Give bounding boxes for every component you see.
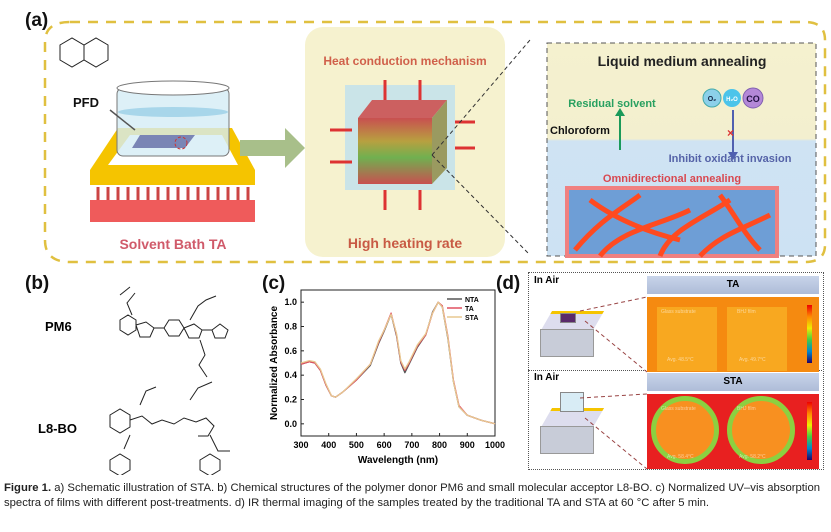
- ir-env-label: In Air: [534, 275, 560, 286]
- h2o-molecule: [723, 89, 741, 107]
- x-tick-label: 600: [377, 440, 392, 450]
- absorbance-chart: 300 400 500 600 700 800 900 1000 0.0 0.2 0.4 0.6 0.8…: [269, 289, 505, 466]
- x-axis-label: Wavelength (nm): [358, 455, 438, 466]
- pfd-label: PFD: [73, 95, 99, 110]
- legend-label: STA: [465, 315, 478, 322]
- ir-method-header: STA: [647, 373, 819, 391]
- y-tick-label: 1.0: [284, 297, 297, 307]
- caption-figure-number: Figure 1.: [4, 482, 52, 494]
- series-line-sta: [300, 301, 496, 425]
- y-tick-label: 0.2: [284, 395, 297, 405]
- heater-base: [90, 200, 255, 222]
- heat-cube: [358, 118, 432, 184]
- ir-method-header: TA: [647, 276, 819, 294]
- x-tick-label: 300: [293, 440, 308, 450]
- legend-label: TA: [465, 306, 474, 313]
- panel-d-label: (d): [496, 273, 521, 294]
- chemical-structures: [109, 286, 230, 475]
- ir-right-avg: Avg. 58.2°C: [739, 454, 766, 460]
- heating-coils: [96, 187, 250, 200]
- heat-caption: High heating rate: [348, 235, 463, 251]
- ir-left-label: Glass substrate: [661, 406, 696, 412]
- block-cross: ×: [727, 126, 734, 140]
- heat-title: Heat conduction mechanism: [323, 54, 486, 68]
- pm6-label: PM6: [45, 319, 72, 334]
- ir-left-avg: Avg. 58.4°C: [667, 454, 694, 460]
- liquid-title: Liquid medium annealing: [598, 53, 767, 69]
- omni-label: Omnidirectional annealing: [603, 173, 741, 185]
- legend-label: NTA: [465, 297, 479, 304]
- ir-right-label: BHJ film: [737, 309, 756, 315]
- x-tick-label: 400: [321, 440, 336, 450]
- co-molecule: [742, 87, 764, 109]
- ir-right-label: BHJ film: [737, 406, 756, 412]
- y-tick-label: 0.6: [284, 346, 297, 356]
- ir-colorbar: [807, 305, 812, 363]
- y-axis-label: Normalized Absorbance: [269, 306, 280, 421]
- ir-left-label: Glass substrate: [661, 309, 696, 315]
- figure-caption: Figure 1. a) Schematic illustration of S…: [4, 481, 829, 511]
- ir-colorbar: [807, 402, 812, 460]
- substrate: [132, 135, 195, 148]
- heat-arrows: [330, 80, 475, 210]
- panel-a-label: (a): [25, 10, 49, 31]
- bath-label: Solvent Bath TA: [119, 236, 226, 252]
- x-tick-label: 900: [460, 440, 475, 450]
- x-tick-label: 800: [432, 440, 447, 450]
- inhibit-label: Inhibit oxidant invasion: [669, 153, 792, 165]
- panel-b-label: (b): [25, 273, 50, 294]
- arrow-right: [240, 128, 305, 168]
- y-tick-label: 0.0: [284, 419, 297, 429]
- y-tick-label: 0.4: [284, 370, 297, 380]
- o2-label: O₂: [708, 96, 717, 103]
- ir-left-avg: Avg. 48.5°C: [667, 357, 694, 363]
- caption-text: a) Schematic illustration of STA. b) Che…: [4, 482, 821, 509]
- ir-thermal-image: Glass substrate BHJ film Avg. 58.4°C Avg…: [647, 394, 819, 469]
- h2o-label: H₂O: [726, 97, 738, 103]
- o2-molecule: [702, 88, 722, 108]
- co-label: CO: [746, 94, 760, 104]
- hotplate-illustration: [539, 392, 605, 456]
- x-tick-label: 700: [404, 440, 419, 450]
- chloroform-label: Chloroform: [550, 125, 610, 137]
- hotplate-illustration: [539, 311, 605, 359]
- y-tick-label: 0.8: [284, 322, 297, 332]
- x-tick-label: 500: [349, 440, 364, 450]
- pfd-structure: [59, 37, 109, 68]
- panel-a-schematic: × O₂ H₂O CO PFD Solvent Bath TA Heat con…: [43, 20, 827, 264]
- l8bo-label: L8-BO: [38, 421, 77, 436]
- ir-env-label: In Air: [534, 372, 560, 383]
- ir-panel: [528, 272, 824, 470]
- residual-label: Residual solvent: [568, 98, 656, 110]
- ir-right-avg: Avg. 49.7°C: [739, 357, 766, 363]
- ir-thermal-image: Glass substrate BHJ film Avg. 48.5°C Avg…: [647, 297, 819, 372]
- x-tick-label: 1000: [485, 440, 505, 450]
- panel-c-label: (c): [262, 273, 286, 294]
